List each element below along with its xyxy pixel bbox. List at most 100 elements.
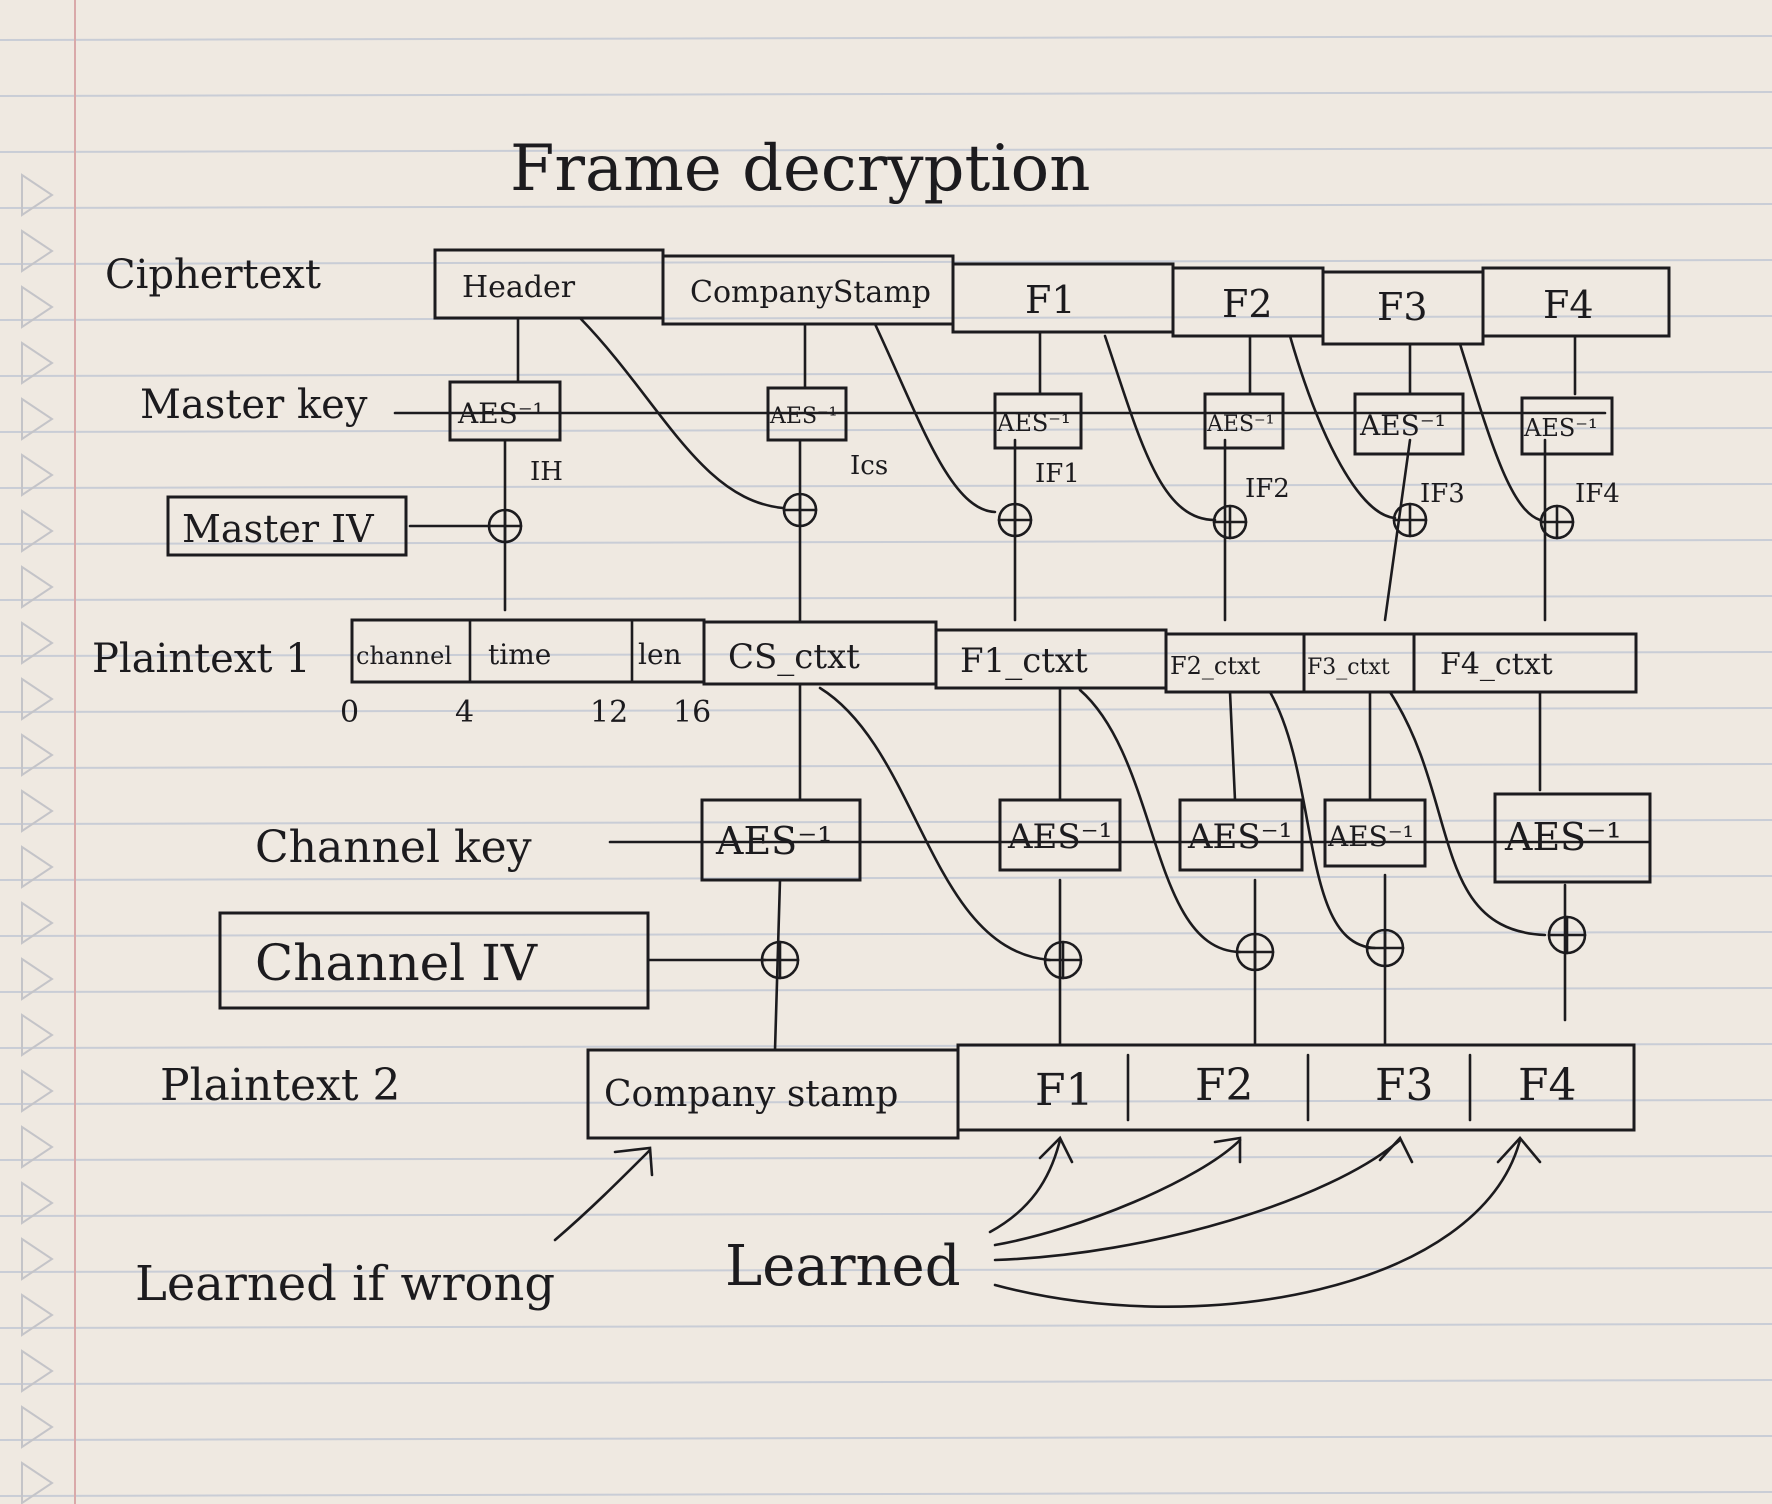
offset-12: 12	[590, 695, 628, 730]
intermediate-if2: IF2	[1245, 474, 1290, 504]
learned-arrows	[553, 1135, 1542, 1308]
xor-f1	[997, 502, 1033, 538]
binder-triangle	[21, 453, 54, 497]
xor-header	[487, 508, 523, 544]
plaintext1-f3-ctxt-text: F3_ctxt	[1307, 655, 1390, 680]
ruled-line	[0, 315, 1772, 321]
ruled-line	[0, 1379, 1772, 1385]
xor-f2	[1212, 504, 1248, 540]
ruled-line	[0, 875, 1772, 881]
plaintext2-f2-text: F2	[1195, 1060, 1254, 1111]
diagram-title: Frame decryption	[510, 132, 1090, 206]
offset-0: 0	[340, 695, 359, 730]
xor-companystamp	[782, 492, 818, 528]
master-stage-wires	[503, 316, 1577, 622]
ruled-line	[0, 539, 1772, 545]
ciphertext-header-text: Header	[462, 270, 576, 305]
ruled-line	[0, 1267, 1772, 1273]
binder-triangle	[21, 733, 54, 777]
master-aes-f3	[1353, 392, 1465, 456]
ruled-line	[0, 819, 1772, 825]
ruled-line	[0, 259, 1772, 265]
intermediate-ics: Ics	[850, 451, 888, 481]
ciphertext-f2-text: F2	[1222, 282, 1273, 326]
master-aes-f4	[1520, 396, 1614, 456]
plaintext1-f1-ctxt-text: F1_ctxt	[960, 641, 1088, 681]
binder-triangle	[21, 285, 54, 329]
channel-xor-nodes	[760, 915, 1587, 980]
binder-hole-marks	[21, 173, 54, 1504]
master-aes-f1-text: AES⁻¹	[996, 409, 1071, 437]
binder-triangle	[21, 1013, 54, 1057]
binder-triangle	[21, 901, 54, 945]
ruled-line	[0, 427, 1772, 433]
master-iv-label: Master IV	[182, 507, 374, 551]
binder-triangle	[21, 1349, 54, 1393]
intermediate-if3: IF3	[1420, 479, 1465, 509]
ruled-line	[0, 1099, 1772, 1105]
binder-triangle	[21, 509, 54, 553]
binder-triangle	[21, 1461, 54, 1504]
ruled-line	[0, 987, 1772, 993]
ruled-line	[0, 1323, 1772, 1329]
binder-triangle	[21, 789, 54, 833]
binder-triangle	[21, 1069, 54, 1113]
plaintext1-f4-ctxt-text: F4_ctxt	[1440, 647, 1553, 682]
binder-triangle	[21, 565, 54, 609]
channel-aes-f4	[1493, 792, 1652, 884]
channel-aes-f1-text: AES⁻¹	[1007, 817, 1112, 857]
ruled-line	[0, 931, 1772, 937]
ruled-line	[0, 1155, 1772, 1161]
master-xor-nodes	[487, 492, 1575, 544]
plaintext2-companystamp-text: Company stamp	[604, 1074, 898, 1115]
ruled-line	[0, 147, 1772, 153]
master-aes-f3-text: AES⁻¹	[1359, 409, 1446, 442]
binder-triangle	[21, 173, 54, 217]
channel-xor-f1	[1043, 940, 1083, 980]
master-aes-f1	[993, 392, 1083, 450]
plaintext1-label: Plaintext 1	[92, 636, 311, 682]
plaintext1-cs-ctxt-text: CS_ctxt	[728, 637, 860, 677]
master-aes-header	[448, 380, 562, 442]
ruled-line	[0, 35, 1772, 41]
ciphertext-f3-text: F3	[1377, 285, 1428, 329]
channel-xor-f3	[1365, 928, 1405, 968]
master-aes-f4-text: AES⁻¹	[1523, 414, 1598, 442]
plaintext2-f1-text: F1	[1035, 1065, 1094, 1116]
learned-if-wrong-label: Learned if wrong	[135, 1256, 555, 1312]
field-len: len	[638, 638, 682, 671]
ruled-lines	[0, 35, 1772, 1497]
binder-triangle	[21, 1181, 54, 1225]
master-iv-box	[166, 495, 408, 557]
channel-key-label: Channel key	[255, 822, 532, 873]
binder-triangle	[21, 845, 54, 889]
xor-f3	[1392, 502, 1428, 538]
binder-triangle	[21, 229, 54, 273]
ruled-line	[0, 707, 1772, 713]
binder-triangle	[21, 341, 54, 385]
channel-aes-f2-text: AES⁻¹	[1187, 817, 1292, 857]
offset-4: 4	[455, 695, 474, 730]
binder-triangle	[21, 677, 54, 721]
offset-16: 16	[673, 695, 711, 730]
ciphertext-f1-text: F1	[1025, 278, 1076, 322]
intermediate-if4: IF4	[1575, 479, 1620, 509]
master-aes-companystamp	[766, 386, 848, 442]
plaintext2-f4-text: F4	[1518, 1060, 1577, 1111]
channel-xor-companystamp	[760, 940, 800, 980]
xor-f4	[1539, 504, 1575, 540]
master-aes-companystamp-text: AES⁻¹	[769, 404, 837, 429]
intermediate-if1: IF1	[1035, 459, 1080, 489]
channel-aes-f2	[1178, 798, 1304, 872]
learned-label: Learned	[725, 1234, 961, 1299]
binder-triangle	[21, 397, 54, 441]
plaintext2-label: Plaintext 2	[160, 1060, 401, 1111]
plaintext1-f2-ctxt-text: F2_ctxt	[1170, 652, 1261, 680]
master-aes-f2-text: AES⁻¹	[1206, 412, 1274, 437]
binder-triangle	[21, 1293, 54, 1337]
intermediate-ih: IH	[530, 457, 563, 487]
ruled-line	[0, 203, 1772, 209]
channel-xor-f4	[1547, 915, 1587, 955]
